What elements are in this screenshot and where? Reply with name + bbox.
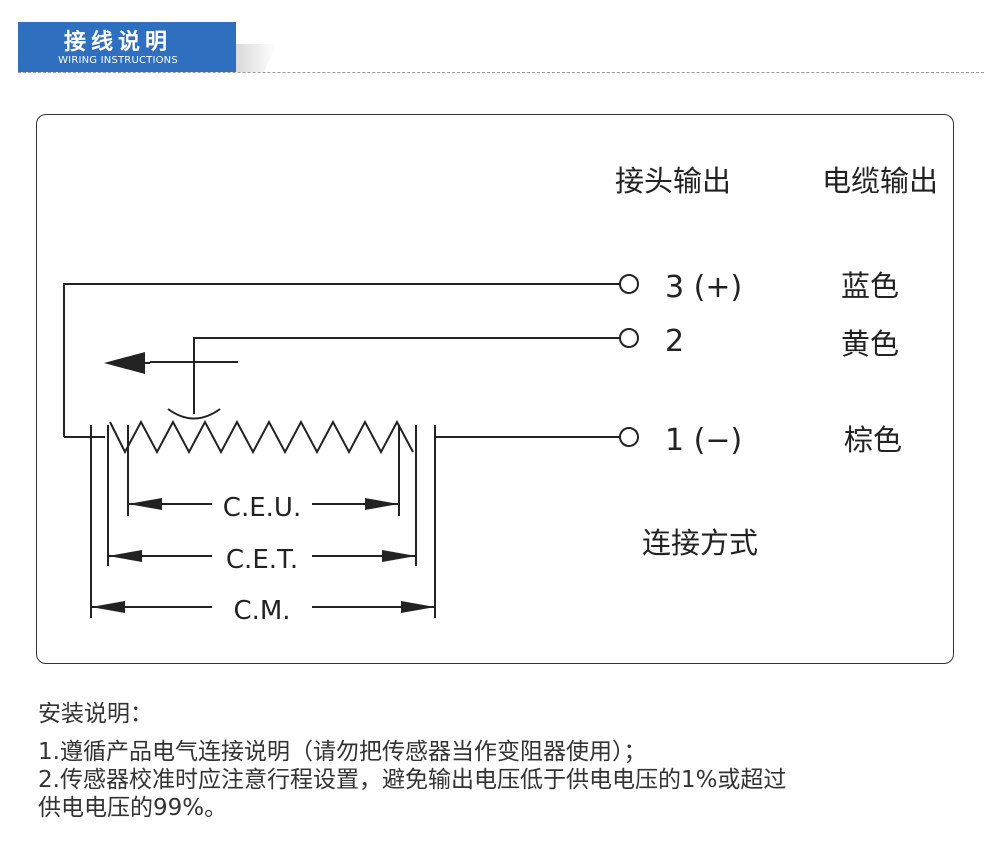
dim-label-ceu: C.E.U. (223, 493, 301, 523)
arrowhead-ceu-left (128, 498, 162, 510)
pin-label-1: 1 (−) (665, 423, 742, 458)
section-title: 接线说明 (63, 30, 172, 55)
section-subtitle: WIRING INSTRUCTIONS (58, 55, 178, 66)
arrowhead-cet-left (108, 550, 142, 562)
notes-heading: 安装说明： (38, 701, 153, 727)
header-connector-output: 接头输出 (615, 164, 731, 198)
header-cable-output: 电缆输出 (822, 164, 938, 198)
arrowhead-cet-right (382, 550, 416, 562)
resistor-zigzag (109, 419, 414, 455)
wire-pin-2 (193, 337, 620, 414)
arrowhead-cm-right (401, 601, 435, 613)
wiper-arc (167, 408, 221, 420)
wiper-direction-arrowhead (104, 352, 145, 374)
wire-color-3: 蓝色 (841, 269, 899, 303)
wire-color-2: 黄色 (841, 327, 899, 361)
header-dashed-divider (18, 72, 984, 73)
pin-label-2: 2 (665, 324, 684, 359)
header-tab (18, 22, 236, 72)
note-item: 2.传感器校准时应注意行程设置，避免输出电压低于供电电压的1%或超过 (38, 767, 787, 793)
dim-label-cm: C.M. (233, 596, 290, 626)
terminal-pin-2 (619, 328, 639, 348)
connection-method-label: 连接方式 (642, 526, 758, 560)
wiring-diagram: 接头输出 电缆输出 3 (+) 2 1 (−) 蓝色 黄色 棕色 连接方式 C.… (63, 164, 938, 626)
dim-label-cet: C.E.T. (226, 545, 298, 575)
arrowhead-cm-left (91, 601, 125, 613)
diagram-panel (36, 114, 954, 664)
pin-label-3: 3 (+) (665, 270, 742, 305)
terminal-pin-3 (619, 274, 639, 294)
note-item: 1.遵循产品电气连接说明（请勿把传感器当作变阻器使用）； (38, 739, 647, 765)
wire-pin-3 (63, 283, 620, 437)
installation-notes: 安装说明： 1.遵循产品电气连接说明（请勿把传感器当作变阻器使用）； 2.传感器… (38, 700, 968, 822)
arrowhead-ceu-right (365, 498, 399, 510)
note-item: 供电电压的99%。 (38, 795, 228, 821)
terminal-pin-1 (619, 427, 639, 447)
wire-color-1: 棕色 (844, 423, 902, 457)
